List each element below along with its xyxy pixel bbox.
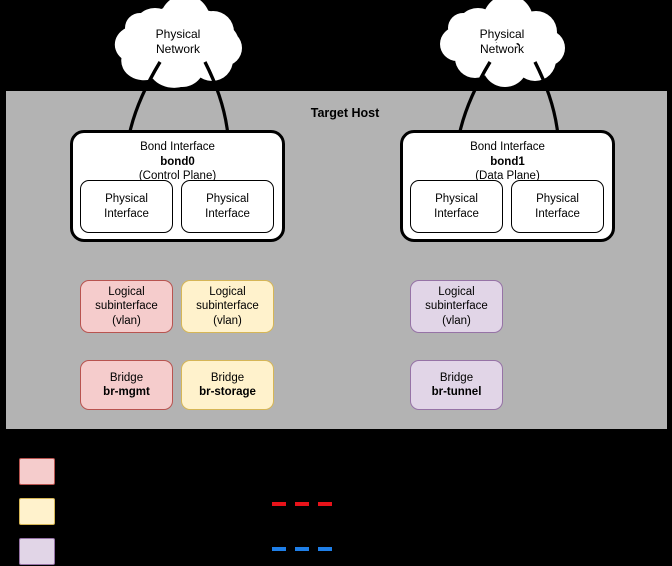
- bridge-br-mgmt[interactable]: Bridge br-mgmt: [80, 360, 173, 410]
- page-title: Target Host: [310, 106, 380, 120]
- legend-line-blue-dashed: [272, 547, 335, 551]
- logical-subinterface-tunnel[interactable]: Logical subinterface (vlan): [410, 280, 503, 333]
- legend-line-red-dashed: [272, 502, 335, 506]
- bridge-br-storage[interactable]: Bridge br-storage: [181, 360, 274, 410]
- bridge-br-tunnel[interactable]: Bridge br-tunnel: [410, 360, 503, 410]
- legend-swatch-storage: [19, 498, 55, 525]
- bond1-caption: Bond Interface bond1 (Data Plane): [470, 141, 545, 182]
- physical-interface-bond0-2[interactable]: Physical Interface: [181, 180, 274, 233]
- logical-subinterface-storage[interactable]: Logical subinterface (vlan): [181, 280, 274, 333]
- physical-interface-bond0-1[interactable]: Physical Interface: [80, 180, 173, 233]
- cloud-left-label: Physical Network: [155, 27, 201, 56]
- legend-swatch-mgmt: [19, 458, 55, 485]
- logical-subinterface-mgmt[interactable]: Logical subinterface (vlan): [80, 280, 173, 333]
- physical-interface-bond1-2[interactable]: Physical Interface: [511, 180, 604, 233]
- bond0-caption: Bond Interface bond0 (Control Plane): [138, 141, 217, 182]
- physical-interface-bond1-1[interactable]: Physical Interface: [410, 180, 503, 233]
- legend-swatch-tunnel: [19, 538, 55, 565]
- cloud-right-label: Physical Network: [479, 27, 525, 56]
